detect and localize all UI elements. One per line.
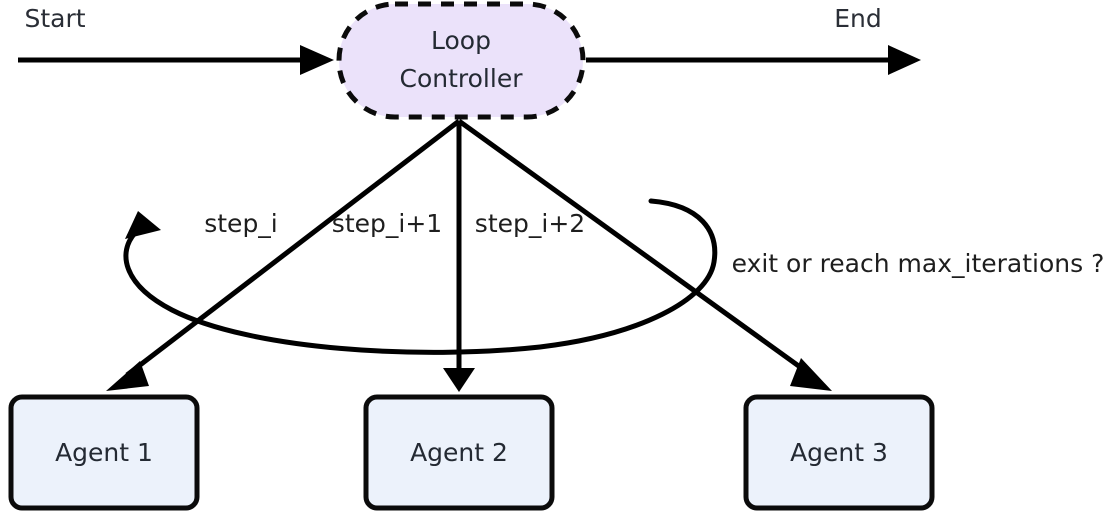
loop-controller-label-line1: Loop (431, 26, 491, 55)
edge-end (586, 45, 921, 75)
agent-1-shape[interactable] (8, 394, 200, 511)
node-agent-3[interactable]: Agent 3 (743, 394, 935, 511)
node-loop-controller[interactable]: Loop Controller (336, 1, 586, 120)
edge-start (18, 45, 334, 75)
agent-3-arrowhead-icon (790, 358, 832, 391)
agent-1-arrowhead-icon (106, 361, 149, 391)
edge-controller-to-agent-1 (106, 119, 461, 391)
node-agent-2[interactable]: Agent 2 (363, 394, 555, 511)
agent-1-label: Agent 1 (55, 438, 153, 467)
end-label: End (834, 4, 882, 33)
loop-controller-label-line2: Controller (400, 64, 524, 93)
loopback-arrowhead-icon (125, 211, 161, 239)
edge-controller-to-agent-2 (443, 121, 475, 392)
loopback-curve-line (123, 198, 718, 355)
step-1-label: step_i (204, 209, 278, 238)
end-arrowhead-icon (888, 45, 921, 75)
loopback-label: exit or reach max_iterations ? (732, 249, 1105, 278)
agent-3-label: Agent 3 (790, 438, 888, 467)
agent-3-shape[interactable] (743, 394, 935, 511)
agent-2-shape[interactable] (363, 394, 555, 511)
step-3-label: step_i+2 (475, 209, 585, 238)
agent-2-label: Agent 2 (410, 438, 508, 467)
step-3-edge-line (457, 118, 809, 375)
start-arrowhead-icon (300, 45, 334, 75)
edge-loopback (123, 198, 718, 355)
edge-controller-to-agent-3 (457, 118, 832, 391)
node-agent-1[interactable]: Agent 1 (8, 394, 200, 511)
step-1-edge-line (125, 119, 461, 377)
loop-controller-shape[interactable] (336, 1, 586, 120)
step-2-label: step_i+1 (332, 209, 442, 238)
agent-2-arrowhead-icon (443, 368, 475, 392)
start-label: Start (24, 4, 85, 33)
